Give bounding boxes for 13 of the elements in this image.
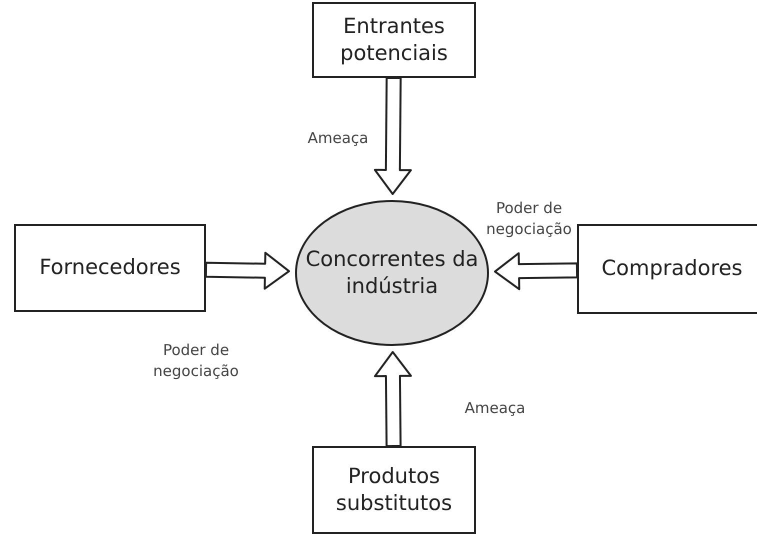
process-box bbox=[312, 446, 476, 534]
process-box bbox=[312, 2, 476, 78]
node-text: Compradores bbox=[600, 255, 744, 282]
node-text: Produtos substitutos bbox=[334, 462, 454, 517]
block-arrow bbox=[374, 76, 412, 195]
block-arrow bbox=[374, 351, 412, 448]
node-text: Entrantes potenciais bbox=[339, 12, 449, 67]
process-box bbox=[577, 224, 757, 314]
node-text: Concorrentes da indústria bbox=[304, 246, 480, 300]
block-arrow bbox=[204, 252, 290, 290]
node-text: Fornecedores bbox=[38, 254, 182, 282]
process-box bbox=[14, 224, 206, 312]
block-arrow bbox=[494, 252, 578, 290]
